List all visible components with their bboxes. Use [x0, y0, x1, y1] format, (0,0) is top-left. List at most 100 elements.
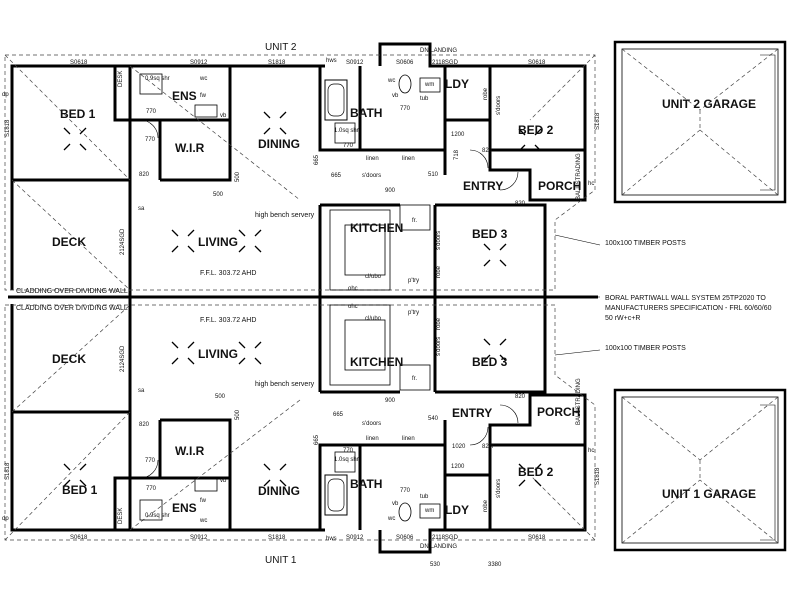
unit1-bath-wc: wc: [387, 516, 395, 522]
unit2-fr: fr.: [412, 218, 417, 224]
unit1-bed2-window: S1818: [595, 467, 601, 485]
unit1-high-bench: high bench servery: [255, 381, 315, 388]
unit2-d900: 900: [385, 188, 396, 194]
unit2-pantry: p'try: [408, 278, 419, 284]
unit2-d500v: 500: [235, 171, 241, 182]
unit2-garage: [613, 40, 787, 204]
unit2-bath-vb: vb: [392, 93, 399, 99]
unit1-wir-label: W.I.R: [175, 444, 205, 458]
unit1-dining-label: DINING: [258, 484, 300, 498]
unit1-ens-label: ENS: [172, 501, 197, 515]
unit1-d540: 540: [428, 416, 439, 422]
roof-lines: [4, 54, 596, 541]
unit2-d770-d: 770: [343, 143, 354, 149]
unit2-robe: robe: [483, 87, 489, 100]
unit2-win-4: S0912: [346, 60, 364, 66]
unit2-desk: DESK: [118, 71, 124, 87]
boral-note-line-2: MANUFACTURERS SPECIFICATION - FRL 60/60/…: [605, 305, 772, 312]
unit2-d820-a: 820: [139, 172, 150, 178]
unit1-bed1-label: BED 1: [62, 483, 98, 497]
fixtures: [139, 73, 519, 522]
unit1-d900: 900: [385, 398, 396, 404]
unit2-dp: dp: [2, 92, 9, 98]
unit1-sdoors-bed3: s'doors: [436, 337, 442, 356]
unit2-bed1-label: BED 1: [60, 107, 96, 121]
unit1-walls: [10, 297, 587, 554]
unit1-d820-c: 820: [515, 394, 526, 400]
unit1-kitchen-label: KITCHEN: [350, 355, 403, 369]
unit1-cupboard: cl/ubo: [365, 316, 382, 322]
unit2-vb: vb: [220, 113, 227, 119]
unit2-win-2: S0912: [190, 60, 208, 66]
unit1-bath-label: BATH: [350, 477, 382, 491]
unit1-fr: fr.: [412, 376, 417, 382]
unit1-sdoors: s'doors: [362, 421, 381, 427]
unit1-d770-b: 770: [145, 458, 156, 464]
unit2-ldy-label: LDY: [445, 77, 469, 91]
unit1-label: UNIT 1: [265, 555, 297, 566]
unit2-win-7: S0618: [528, 60, 546, 66]
unit2-d718: 718: [454, 149, 460, 160]
unit1-linen-1: linen: [366, 436, 379, 442]
unit2-wm: wm: [424, 82, 434, 88]
unit1-desk: DESK: [118, 508, 124, 524]
unit1-tub: tub: [420, 494, 429, 500]
unit1-d820-b: 820r: [482, 444, 494, 450]
unit1-d665-a: 665: [333, 412, 344, 418]
unit2-bath-label: BATH: [350, 106, 382, 120]
unit2-garage-label: UNIT 2 GARAGE: [662, 97, 756, 111]
unit2-timber-posts: 100x100 TIMBER POSTS: [605, 240, 686, 247]
unit2-wir-label: W.I.R: [175, 141, 205, 155]
unit1-win-1: S0618: [70, 535, 88, 541]
unit1-wm: wm: [424, 508, 434, 514]
unit2-deck-door: 2124SGD: [120, 228, 126, 255]
unit2-d770-b: 770: [145, 137, 156, 143]
unit1-win-2: S0912: [190, 535, 208, 541]
unit2-win-3: S1818: [268, 60, 286, 66]
unit2-tub: tub: [420, 96, 429, 102]
unit2-win-6: 2118SGD: [432, 60, 459, 66]
unit1-d770-c: 770: [400, 488, 411, 494]
unit1-bath-vb: vb: [392, 501, 399, 507]
unit2-linen-2: linen: [402, 156, 415, 162]
unit1-ohc: ohc: [348, 304, 358, 310]
unit1-ffl: F.F.L. 303.72 AHD: [200, 317, 256, 324]
unit1-hws: hws: [326, 536, 337, 542]
unit2-dining-label: DINING: [258, 137, 300, 151]
unit1-hc: hc: [588, 448, 594, 454]
unit2-label: UNIT 2: [265, 42, 297, 53]
unit2-living-label: LIVING: [198, 235, 238, 249]
unit2-d665-b: 665: [314, 154, 320, 165]
unit2-robe-bed3: robe: [436, 265, 442, 278]
unit2-bed3-label: BED 3: [472, 227, 508, 241]
unit2-fw: fw: [200, 93, 207, 99]
unit1-dims: S0618 S0912 S1818 S0912 S0606 2118SGD S0…: [5, 345, 601, 568]
unit2-d770-c: 770: [400, 106, 411, 112]
unit2-d510: 510: [428, 172, 439, 178]
unit1-d1020: 1020: [452, 444, 466, 450]
unit2-hc: hc: [588, 181, 594, 187]
unit1-bed1-window: S1818: [5, 462, 11, 480]
unit2-bed2-label: BED 2: [518, 123, 554, 137]
unit1-timber-posts: 100x100 TIMBER POSTS: [605, 345, 686, 352]
unit2-deck-label: DECK: [52, 235, 86, 249]
unit2-cladding: CLADDING OVER DIVIDING WALL: [16, 288, 128, 295]
unit1-win-7: S0618: [528, 535, 546, 541]
unit1-ens-shr: 0.9sq shr: [145, 513, 170, 519]
unit1-win-6: 2118SGD: [432, 535, 459, 541]
unit2-bath-wc: wc: [387, 78, 395, 84]
unit2-porch-label: PORCH: [538, 179, 581, 193]
unit1-wc: wc: [199, 518, 207, 524]
unit2-sdoors-bed2: s'doors: [496, 96, 502, 115]
unit2-ens-shr: 0.9sq shr: [145, 76, 170, 82]
unit1-ldy-label: LDY: [445, 503, 469, 517]
unit2-ffl: F.F.L. 303.72 AHD: [200, 270, 256, 277]
unit2-ohc: ohc: [348, 286, 358, 292]
unit2-d820-c: 820: [515, 201, 526, 207]
unit2-d1200: 1200: [451, 132, 465, 138]
ceiling-fans: [63, 111, 542, 487]
unit2-cupboard: cl/ubo: [365, 274, 382, 280]
unit1-robe-bed3: robe: [436, 317, 442, 330]
unit1-d665-b: 665: [314, 434, 320, 445]
